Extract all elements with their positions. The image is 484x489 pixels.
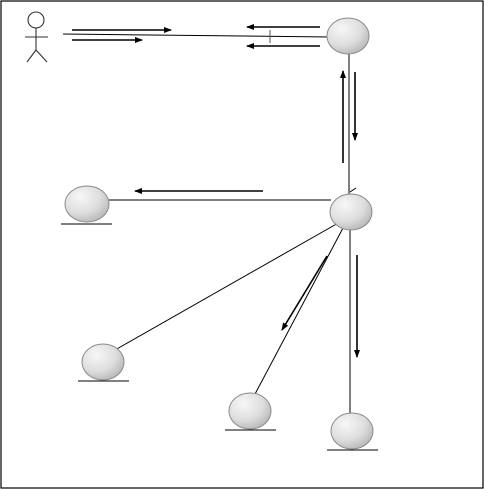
link-obj-center-obj-lower-middle [253, 227, 344, 397]
stick-figure-icon [25, 11, 48, 63]
message-arrow [281, 255, 328, 331]
object-node-left [61, 185, 112, 225]
link-tick [349, 187, 357, 193]
object-node-lower-right [327, 412, 378, 451]
link-actor-obj-top [62, 33, 331, 38]
object-node-center [329, 193, 373, 231]
link-obj-center-obj-lower-left [114, 221, 341, 351]
object-node-lower-middle [225, 392, 276, 431]
object-node-top [326, 17, 370, 55]
object-node-lower-left [78, 343, 129, 382]
